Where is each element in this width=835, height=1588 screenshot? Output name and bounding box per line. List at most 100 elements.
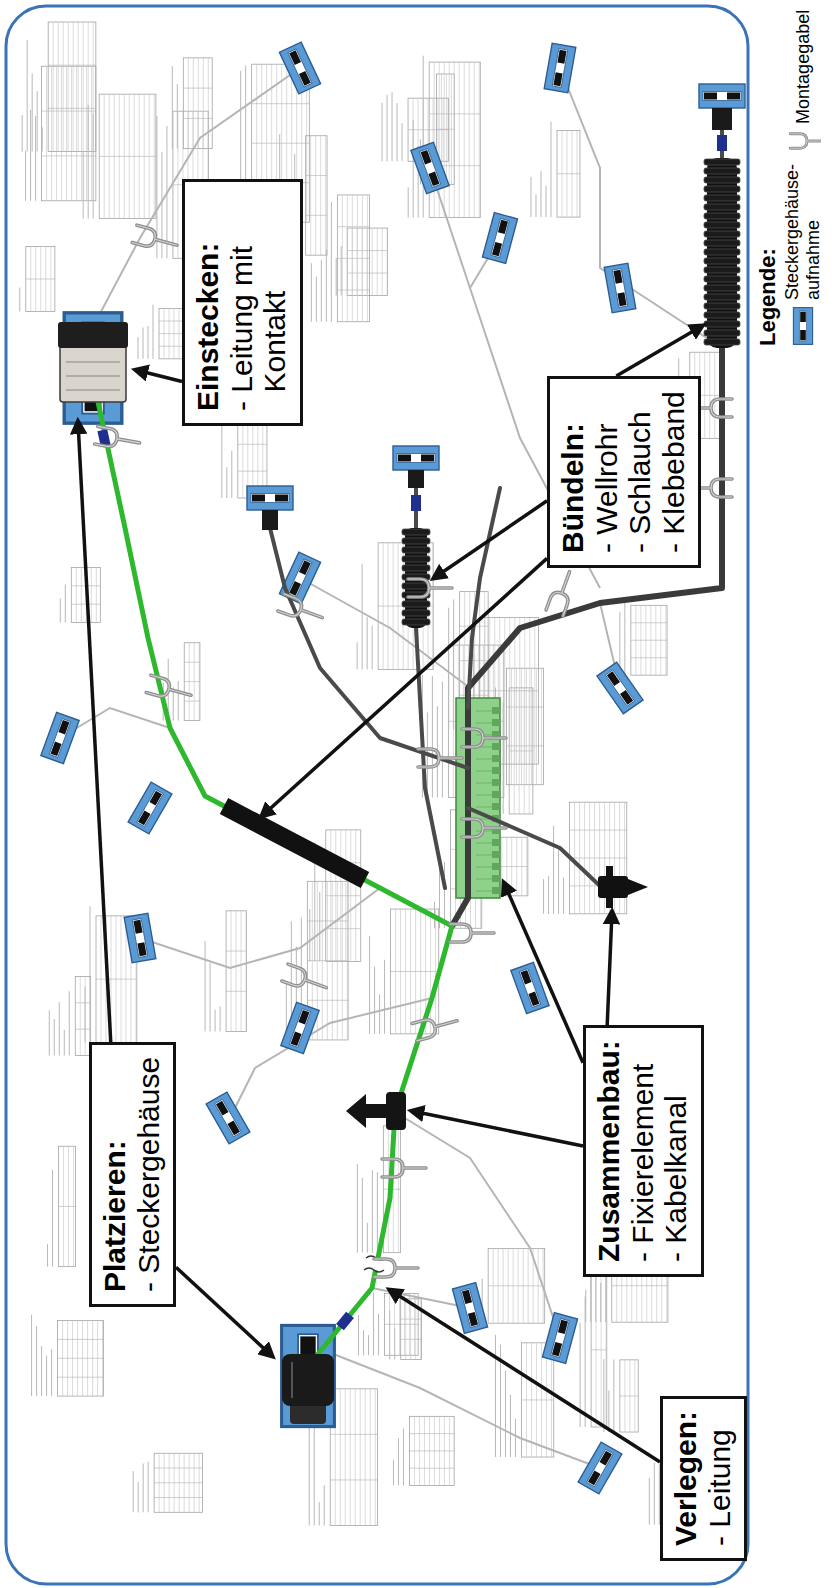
drawing-note [148, 326, 149, 359]
drawing-note [448, 608, 449, 730]
drawing-note [600, 1283, 601, 1322]
table-column [184, 701, 200, 702]
holder-clamp [138, 811, 151, 826]
table-column [238, 444, 267, 445]
fork-highlight [278, 594, 326, 626]
table-outline [429, 62, 480, 217]
drawing-note [392, 92, 393, 161]
channel-rib [476, 807, 492, 808]
table-row [53, 22, 54, 152]
table-column [99, 156, 156, 157]
table-row [511, 668, 512, 784]
holder-slot [288, 559, 312, 597]
table-column [58, 1339, 104, 1340]
holder-body [411, 142, 449, 193]
fork-outline [282, 964, 330, 996]
table-row [193, 58, 194, 149]
fork-outline [418, 749, 462, 767]
table-outline [631, 605, 667, 675]
drawing-note [558, 847, 559, 914]
table-outline [330, 1389, 377, 1526]
holder-slot [251, 494, 289, 503]
drawing-harness [57, 65, 722, 1471]
housing-detail [66, 361, 120, 362]
table-row [208, 58, 209, 149]
connector-holder [279, 42, 320, 94]
table-outline [409, 1416, 454, 1485]
table-row [325, 136, 326, 255]
drawing-note [31, 1315, 32, 1396]
drawing-note [510, 1395, 511, 1457]
drawing-note [133, 1471, 134, 1512]
table-row [236, 911, 237, 1032]
table-outline [591, 1273, 607, 1427]
contact [336, 1312, 354, 1331]
callout-heading: Zusammenbau: [592, 1040, 626, 1262]
holder-body [793, 308, 812, 345]
drawing-table [26, 66, 96, 201]
drawing-note [93, 114, 94, 219]
holder-body [482, 213, 517, 264]
table-column [238, 471, 267, 472]
fork-outline [462, 819, 506, 837]
holder-slot [491, 218, 510, 257]
fork-outline [95, 426, 141, 451]
table-row [340, 1389, 341, 1526]
table-outline [337, 195, 369, 322]
holder-clamp [137, 942, 146, 956]
channel-rib [476, 879, 492, 880]
legend-symbol [785, 130, 821, 152]
leader-arrow [136, 370, 182, 382]
holder-slot [215, 1099, 242, 1136]
drawing-note [319, 892, 320, 962]
table-row [382, 228, 383, 296]
drawing-table [336, 228, 387, 296]
drawing-note [319, 1502, 320, 1525]
fork-highlight [146, 675, 193, 704]
tube-ridge [704, 159, 740, 165]
leader-arrow [616, 326, 702, 376]
assembly-fork [412, 1012, 459, 1041]
table-row [531, 668, 532, 784]
connector-holder [281, 1002, 319, 1053]
drawing-note [432, 676, 433, 797]
drawing-note [25, 151, 26, 201]
holder-slot [137, 789, 164, 826]
drawing-note [413, 120, 414, 217]
table-row [91, 567, 92, 622]
table-row [81, 567, 82, 622]
holder-body [393, 446, 439, 470]
drawing-note [177, 84, 178, 149]
table-row [479, 62, 480, 217]
table-row [454, 62, 455, 217]
channel-rib [476, 843, 492, 844]
table-row [377, 228, 378, 296]
holder-clamp [58, 720, 69, 735]
drawing-note [553, 826, 554, 914]
table-column [509, 750, 533, 751]
connector-holder [41, 712, 79, 763]
drawing-note [550, 122, 551, 217]
tube-ridge [402, 565, 430, 571]
drawing-note [54, 1019, 55, 1056]
holder-slot [587, 1449, 614, 1486]
table-row [521, 668, 522, 784]
drawing-note [377, 1172, 378, 1253]
assembly-fork [408, 579, 452, 597]
drawing-note [408, 187, 409, 217]
table-column [326, 928, 361, 929]
holder-clamp [588, 1471, 601, 1486]
assembly-fork [418, 749, 462, 767]
holder-clamp [289, 50, 301, 65]
table-column [75, 1029, 90, 1030]
drawing-note [358, 1315, 359, 1355]
holder-clamp [492, 242, 502, 256]
fork-highlight [790, 134, 821, 148]
drawing-note [397, 103, 398, 161]
drawing-note [172, 66, 173, 148]
tube-ridge [704, 240, 740, 246]
holder-clamp [552, 1342, 562, 1356]
assembly-fork [790, 134, 821, 148]
holder-clamp [289, 581, 301, 596]
channel-tooth [492, 755, 500, 762]
